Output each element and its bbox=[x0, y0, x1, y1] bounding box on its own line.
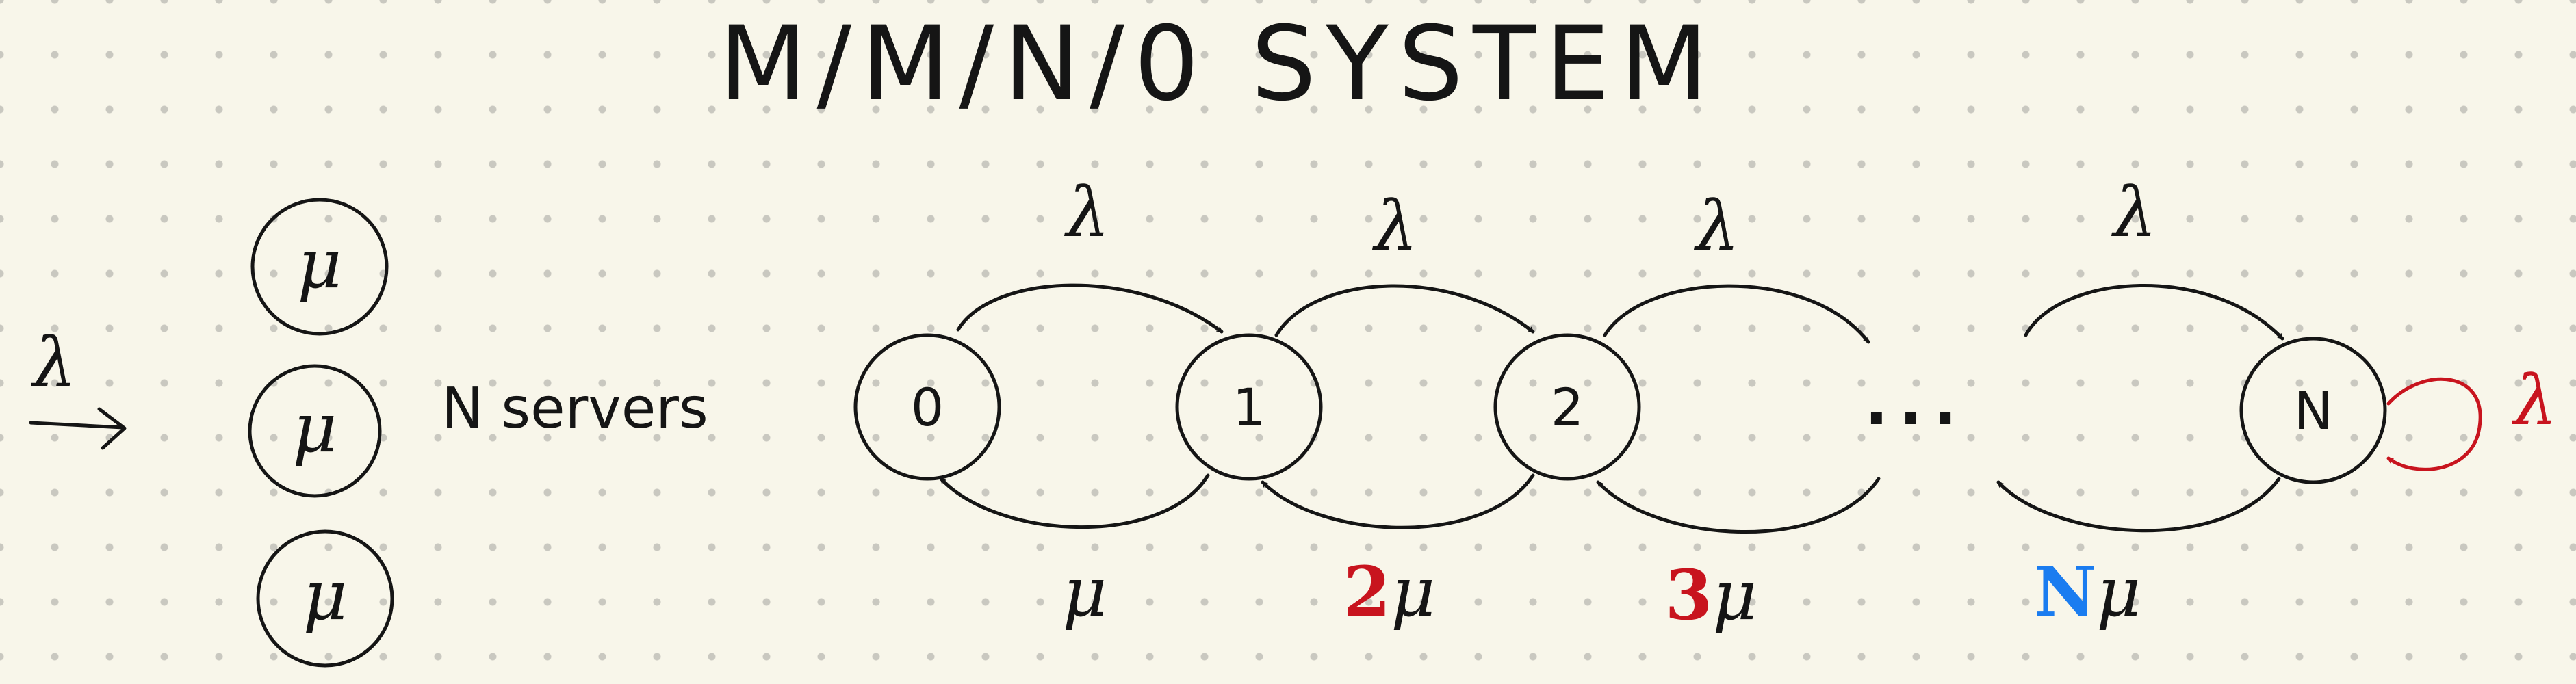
state-1: 1 bbox=[1175, 333, 1323, 481]
state-2-label: 2 bbox=[1551, 377, 1584, 438]
backward-arc-n-dots bbox=[1996, 477, 2281, 533]
server-1-rate: μ bbox=[298, 224, 342, 304]
backward-arc-1-0 bbox=[939, 473, 1210, 529]
server-2-rate: μ bbox=[293, 388, 337, 468]
self-loop-rate: λ bbox=[2511, 360, 2557, 440]
forward-rate-2: λ bbox=[1693, 186, 1739, 266]
state-n: N bbox=[2239, 337, 2387, 484]
arrival-arrowhead bbox=[97, 407, 127, 450]
forward-arc-1-2 bbox=[1274, 284, 1535, 337]
backward-rate-3-symbol: μ bbox=[1712, 555, 1757, 635]
ellipsis: ... bbox=[1865, 367, 1968, 439]
state-n-label: N bbox=[2294, 380, 2333, 441]
forward-rate-0: λ bbox=[1064, 172, 1109, 252]
backward-rate-2: 2μ bbox=[1343, 551, 1436, 632]
self-loop-arc bbox=[2386, 377, 2482, 471]
state-2: 2 bbox=[1493, 333, 1641, 481]
forward-rate-1: λ bbox=[1371, 186, 1417, 266]
arrival-rate-label: λ bbox=[30, 323, 76, 403]
backward-rate-1-symbol: μ bbox=[1063, 552, 1107, 632]
arrival-arrow bbox=[29, 421, 125, 430]
backward-rate-2-symbol: μ bbox=[1391, 552, 1435, 632]
backward-rate-n-symbol: μ bbox=[2096, 552, 2141, 632]
backward-rate-n: Nμ bbox=[2034, 551, 2141, 632]
state-1-label: 1 bbox=[1233, 377, 1265, 438]
forward-arc-dots-n bbox=[2024, 284, 2284, 341]
state-0-label: 0 bbox=[911, 377, 944, 438]
forward-arc-2-dots bbox=[1603, 284, 1870, 344]
state-0: 0 bbox=[853, 333, 1001, 481]
backward-rate-3: 3μ bbox=[1665, 555, 1757, 635]
servers-count-note: N servers bbox=[441, 376, 708, 441]
backward-rate-3-coef: 3 bbox=[1665, 555, 1713, 635]
backward-rate-2-coef: 2 bbox=[1343, 551, 1391, 632]
forward-arc-0-1 bbox=[956, 283, 1224, 334]
server-1: μ bbox=[250, 198, 389, 336]
server-3: μ bbox=[256, 529, 394, 668]
server-2: μ bbox=[248, 364, 382, 498]
backward-arc-dots-2 bbox=[1596, 477, 1881, 534]
diagram-title: M/M/N/0 SYSTEM bbox=[719, 5, 1718, 124]
server-3-rate: μ bbox=[303, 555, 348, 635]
backward-rate-1: μ bbox=[1063, 552, 1107, 632]
forward-rate-3: λ bbox=[2111, 172, 2156, 252]
backward-arc-2-1 bbox=[1261, 473, 1535, 529]
backward-rate-n-coef: N bbox=[2034, 551, 2096, 632]
